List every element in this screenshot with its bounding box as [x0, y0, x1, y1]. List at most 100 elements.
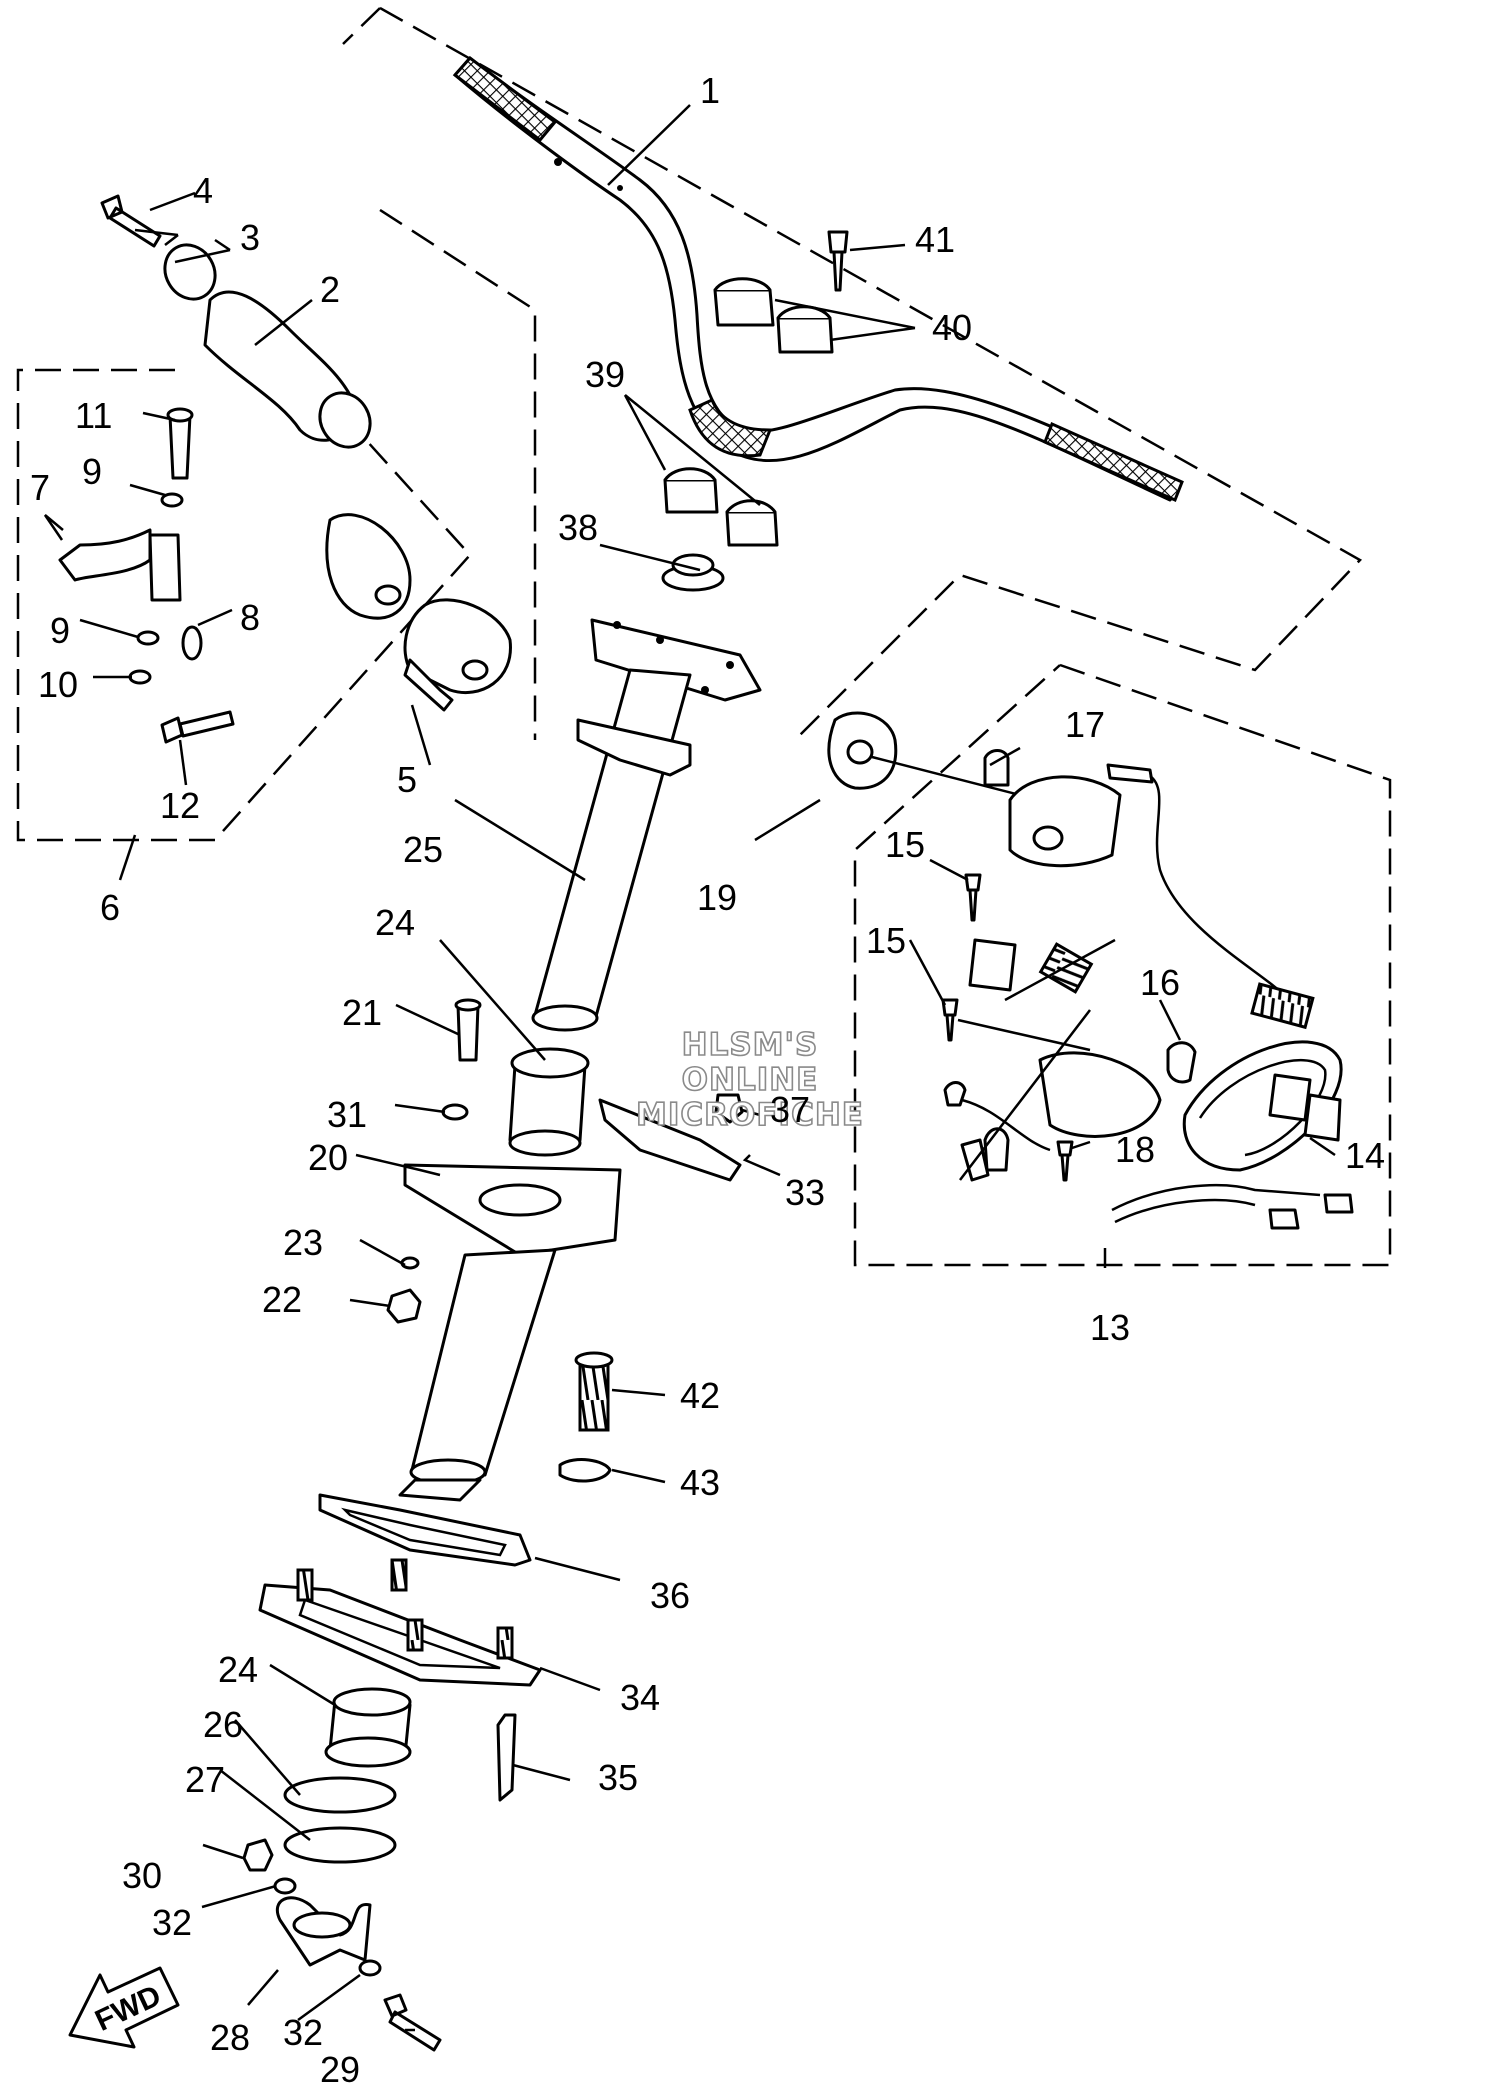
- callout-27: 27: [185, 1759, 225, 1800]
- lock-washer: [400, 1256, 420, 1270]
- callout-2: 2: [320, 269, 340, 310]
- callout-4: 4: [193, 170, 213, 211]
- column-top-plate: [590, 618, 762, 702]
- callout-10: 10: [38, 664, 78, 705]
- callout-23: 23: [283, 1222, 323, 1263]
- watermark: HLSM'S ONLINE MICROFICHE: [635, 1026, 864, 1134]
- callout-26: 26: [203, 1704, 243, 1745]
- callout-40: 40: [932, 307, 972, 348]
- fwd-arrow-icon: [68, 1966, 180, 2049]
- callout-3: 3: [240, 217, 260, 258]
- callout-28: 28: [210, 2017, 250, 2058]
- ring-terminal: [943, 1081, 967, 1107]
- right-grip-knurl: [1043, 421, 1184, 503]
- switch-group-outline: [853, 663, 1392, 1267]
- hex-nut: [386, 1288, 422, 1324]
- callout-42: 42: [680, 1375, 720, 1416]
- left-grip-knurl: [452, 55, 558, 143]
- callout-6: 6: [100, 887, 120, 928]
- callout-32-lower: 32: [283, 2012, 323, 2053]
- stud-washer: [441, 1103, 469, 1121]
- steering-column: [398, 553, 762, 1502]
- lower-clamp-right: [725, 510, 779, 547]
- callout-38: 38: [558, 507, 598, 548]
- callout-13: 13: [1090, 1307, 1130, 1348]
- lever-bolt: [160, 710, 235, 744]
- flange-nut: [714, 1093, 744, 1124]
- callout-30: 30: [122, 1855, 162, 1896]
- switch-group-parts: [827, 711, 1354, 1230]
- callout-31: 31: [327, 1094, 367, 1135]
- callout-39: 39: [585, 354, 625, 395]
- bracket-washer-top: [273, 1877, 297, 1895]
- pivot-pin: [496, 1713, 517, 1802]
- upper-clamp-left: [713, 288, 775, 327]
- callout-9-lower: 9: [50, 610, 70, 651]
- tube-bottom: [398, 1478, 482, 1502]
- callout-32-upper: 32: [152, 1902, 192, 1943]
- lever-group-outline: [16, 344, 472, 842]
- hose-clip: [558, 1458, 612, 1483]
- callout-8: 8: [240, 597, 260, 638]
- lever-housing: [325, 513, 412, 620]
- switch-cap-upper: [1008, 775, 1122, 868]
- callout-35: 35: [598, 1757, 638, 1798]
- bracket-bolt: [383, 1993, 442, 2052]
- callout-19: 19: [697, 877, 737, 918]
- bracket-washer-bottom: [358, 1959, 382, 1977]
- connector-b: [1323, 1193, 1354, 1214]
- callout-11: 11: [75, 395, 112, 436]
- left-grip-parts: [100, 194, 372, 449]
- coil-spring: [1166, 1041, 1197, 1084]
- upper-gasket: [318, 1493, 532, 1567]
- pivot-pin: [168, 413, 192, 480]
- washer-top: [160, 492, 184, 508]
- switch-base: [1038, 1051, 1162, 1138]
- switch-screw-top: [964, 873, 982, 922]
- stud-bolt: [456, 1003, 480, 1062]
- clamp-bolt: [827, 230, 849, 292]
- callout-22: 22: [262, 1279, 302, 1320]
- leader-lines: [43, 104, 1336, 2032]
- gaskets: [258, 1493, 542, 1687]
- watermark-line-2: ONLINE: [682, 1062, 819, 1098]
- callout-14: 14: [1345, 1135, 1385, 1176]
- callout-41: 41: [915, 219, 955, 260]
- callout-43: 43: [680, 1462, 720, 1503]
- lower-clamp-left: [663, 478, 719, 514]
- throttle-lever: [58, 528, 182, 602]
- thrust-washer: [283, 1776, 397, 1814]
- callout-20: 20: [308, 1137, 348, 1178]
- column-fasteners: [386, 998, 482, 1324]
- callout-33: 33: [785, 1172, 825, 1213]
- lower-column-parts: [242, 1687, 517, 2052]
- bracket-nut: [242, 1838, 274, 1872]
- handlebar-clamps: [663, 230, 849, 547]
- grip-bolt: [100, 194, 162, 248]
- callout-7: 7: [30, 467, 50, 508]
- center-knurl: [688, 397, 773, 458]
- switch-body: [968, 938, 1017, 992]
- callout-21: 21: [342, 992, 382, 1033]
- callout-37: 37: [770, 1089, 810, 1130]
- switch-screw-mid: [941, 998, 959, 1042]
- shim-washer: [283, 1826, 397, 1864]
- grip-end-cap: [163, 243, 217, 301]
- washer-bottom: [136, 630, 160, 646]
- ground-screw: [1056, 1140, 1074, 1182]
- callout-29: 29: [320, 2049, 360, 2090]
- callout-1: 1: [700, 70, 720, 111]
- handlebar-group-outline: [342, 6, 1363, 741]
- callout-15-lower: 15: [866, 920, 906, 961]
- callout-17: 17: [1065, 704, 1105, 745]
- callout-12: 12: [160, 785, 200, 826]
- callout-24-lower: 24: [218, 1649, 258, 1690]
- callout-16: 16: [1140, 962, 1180, 1003]
- lever-group-parts: [58, 407, 512, 744]
- column-shaft: [533, 668, 692, 1022]
- circlip: [128, 669, 152, 685]
- column-collar: [576, 718, 692, 777]
- callout-5: 5: [397, 759, 417, 800]
- callout-25: 25: [403, 829, 443, 870]
